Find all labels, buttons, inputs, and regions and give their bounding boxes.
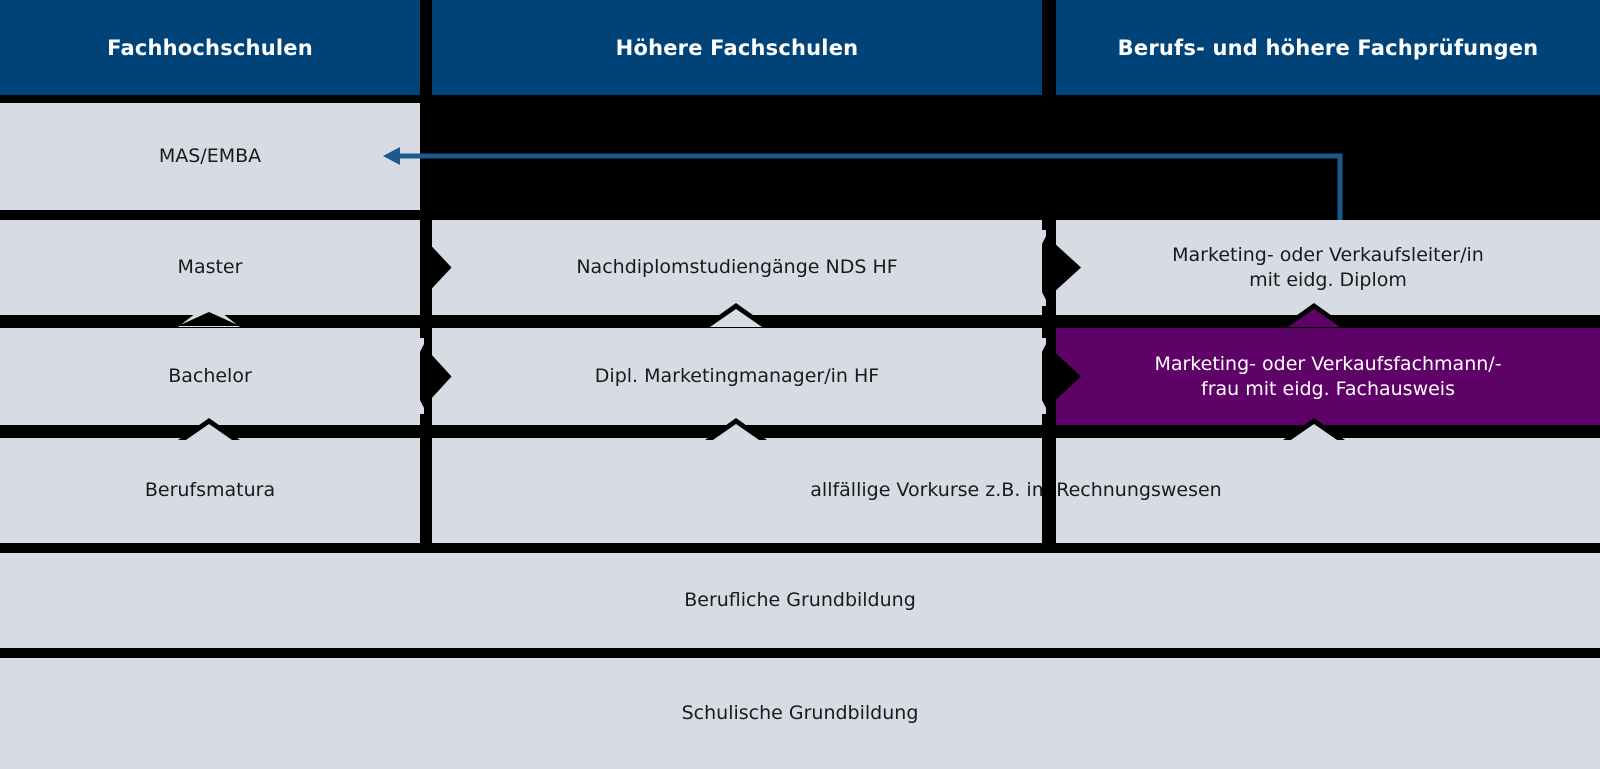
arrow-leiter-to-mas-emba: [383, 147, 1343, 220]
cell-verkaufsleiter-line2: mit eidg. Diplom: [1249, 268, 1407, 291]
column-header-berufs-und-hoehere-fachpruefungen: Berufs- und höhere Fachprüfungen: [1056, 0, 1600, 95]
cell-berufsmatura: Berufsmatura: [0, 438, 420, 543]
cell-master: Master: [0, 220, 420, 315]
cell-verkaufsleiter: Marketing- oder Verkaufsleiter/in mit ei…: [1056, 220, 1600, 315]
cell-berufliche-grundbildung: Berufliche Grundbildung: [0, 553, 1600, 648]
cell-verkaufsfachmann-line2: frau mit eidg. Fachausweis: [1201, 377, 1455, 400]
cell-verkaufsfachmann: Marketing- oder Verkaufsfachmann/- frau …: [1056, 328, 1600, 425]
cell-schulische-grundbildung: Schulische Grundbildung: [0, 658, 1600, 769]
column-header-hoehere-fachschulen: Höhere Fachschulen: [432, 0, 1042, 95]
cell-vorkurse: allfällige Vorkurse z.B. im Rechnungswes…: [432, 438, 1600, 543]
gutter-col2-col3: [1042, 103, 1056, 543]
cell-verkaufsleiter-line1: Marketing- oder Verkaufsleiter/in: [1172, 244, 1484, 267]
cell-nds-hf: Nachdiplomstudiengänge NDS HF: [432, 220, 1042, 315]
cell-mas-emba: MAS/EMBA: [0, 103, 420, 210]
column-header-fachhochschulen: Fachhochschulen: [0, 0, 420, 95]
cell-marketingmanager-hf: Dipl. Marketingmanager/in HF: [432, 328, 1042, 425]
cell-verkaufsfachmann-line1: Marketing- oder Verkaufsfachmann/-: [1154, 353, 1502, 376]
gutter-col1-col2: [420, 103, 432, 543]
cell-bachelor: Bachelor: [0, 328, 420, 425]
